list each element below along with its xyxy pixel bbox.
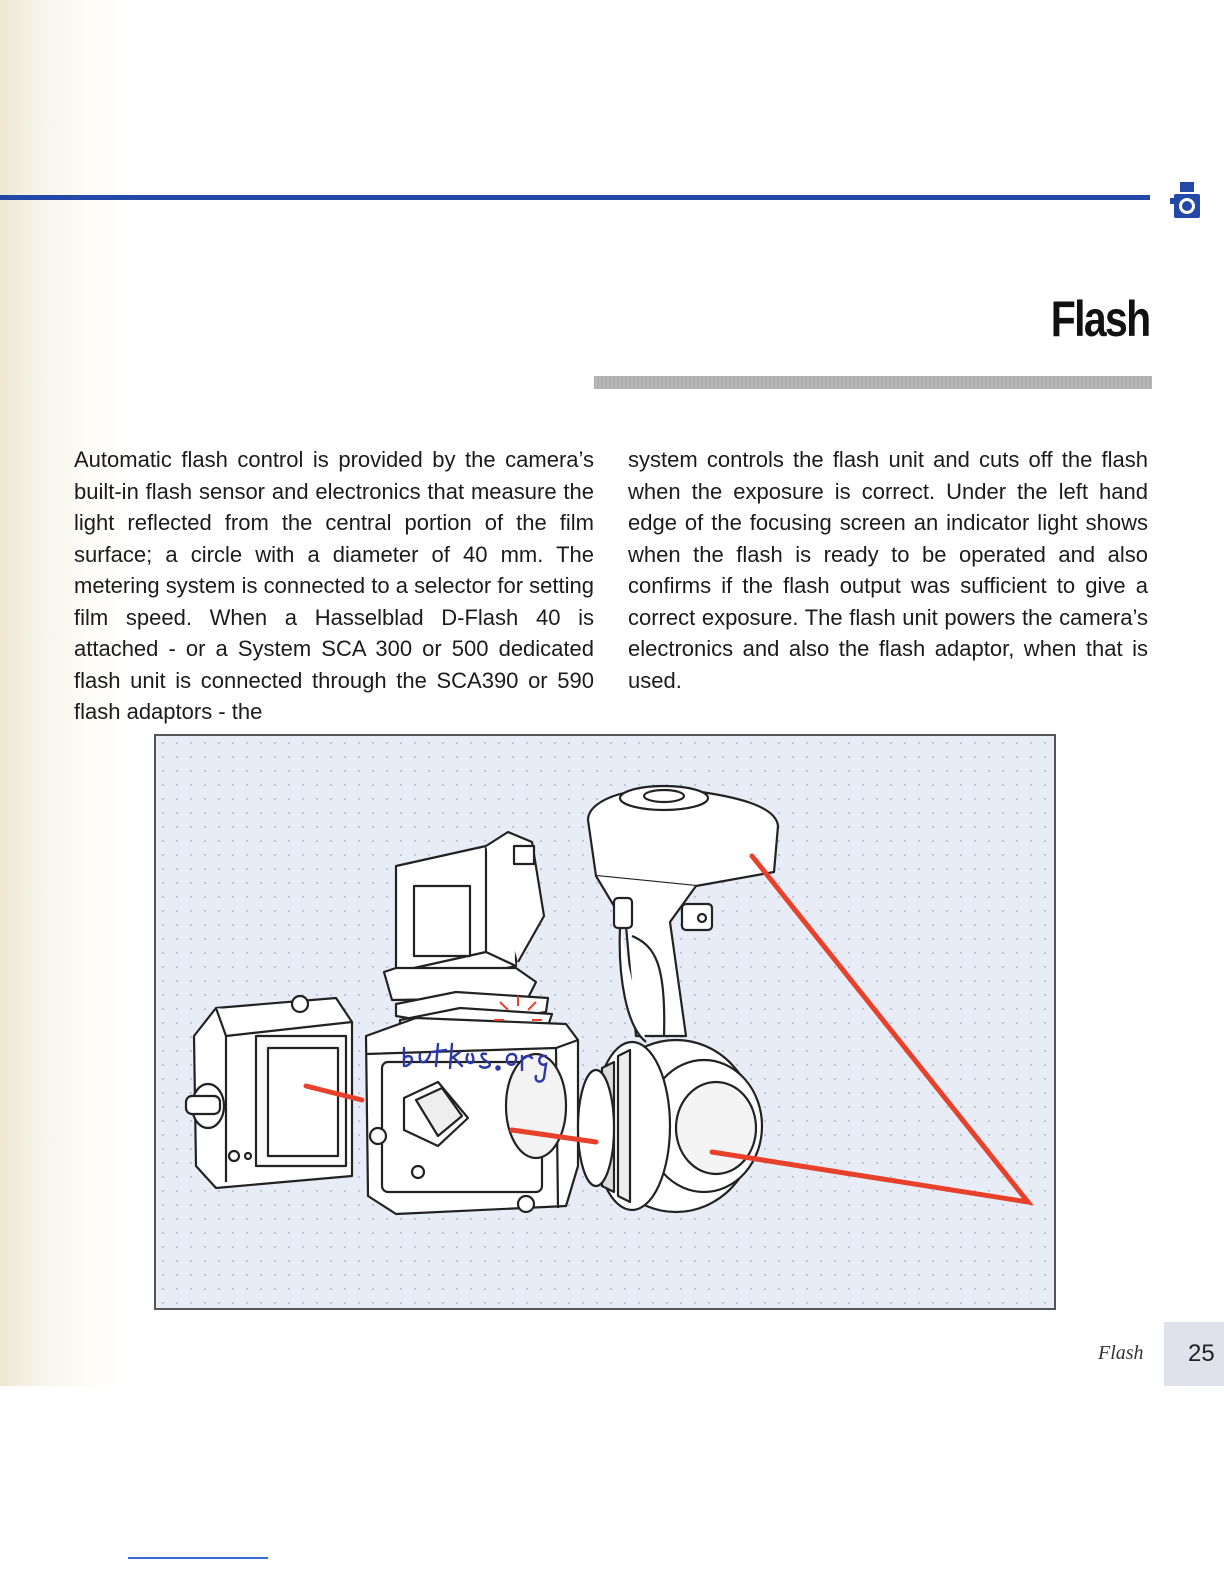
- camera-body: [364, 1016, 580, 1216]
- film-magazine: [184, 994, 354, 1190]
- camera-flash-illustration: [154, 734, 1056, 1310]
- body-text-right-column: system controls the flash unit and cuts …: [628, 444, 1148, 696]
- illustration-drawing: [184, 784, 1034, 1216]
- flash-unit: [586, 784, 780, 1043]
- title-underline-bar: [594, 376, 1152, 389]
- header-rule: [0, 195, 1150, 200]
- flash-ready-indicator-icon: [494, 996, 542, 1021]
- right-column-paragraph: system controls the flash unit and cuts …: [628, 447, 1148, 693]
- left-column-paragraph: Automatic flash control is provided by t…: [74, 447, 594, 724]
- handwritten-watermark: [402, 1042, 548, 1083]
- viewfinder-hood: [382, 830, 546, 1002]
- page-title: Flash: [1051, 291, 1152, 347]
- bottom-rule: [128, 1557, 268, 1559]
- flash-light-path: [303, 853, 1034, 1206]
- page-number-tab: [1164, 1322, 1224, 1386]
- lens: [576, 1038, 764, 1214]
- footer-section-label: Flash: [1098, 1342, 1144, 1364]
- camera-icon: [1170, 182, 1200, 218]
- page-number: 25: [1188, 1340, 1215, 1367]
- body-text-left-column: Automatic flash control is provided by t…: [74, 444, 594, 728]
